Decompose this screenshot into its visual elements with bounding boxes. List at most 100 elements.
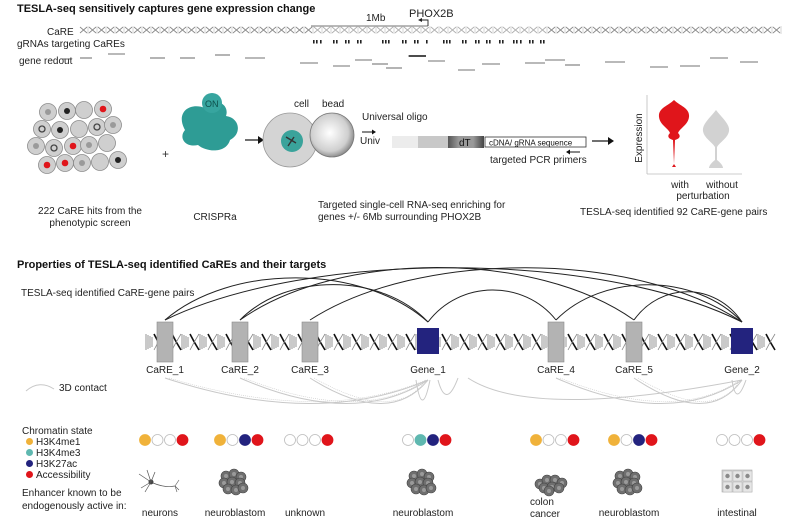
neuron-icon (138, 469, 180, 493)
grna-tick (402, 40, 404, 44)
pair-arc (164, 277, 429, 323)
grna-tick (475, 40, 477, 44)
chromatin-dot-h3k4me1 (214, 434, 226, 446)
helix-segment (187, 26, 196, 34)
chromatin-dot-h3k27ac (239, 434, 251, 446)
arrow-icon (245, 136, 264, 144)
helix-segment (601, 26, 610, 34)
contact-line (309, 377, 429, 404)
scale-label: 1Mb (366, 13, 386, 24)
tissue-label: neuroblastom (598, 508, 660, 519)
oligo-segment-univ (392, 136, 418, 148)
genome-tracks (62, 18, 782, 71)
grna-tick (502, 40, 504, 44)
nucleus (79, 160, 85, 166)
pairs-label: TESLA-seq identified CaRE-gene pairs (21, 288, 195, 299)
nucleus (57, 127, 63, 133)
helix-segment (286, 26, 295, 34)
grna-tick (513, 40, 515, 44)
helix-segment (133, 26, 142, 34)
chromatin-dot-accessibility (251, 434, 264, 446)
helix-segment (529, 26, 538, 34)
legend-dot-icon (26, 449, 33, 456)
nucleus (33, 143, 39, 149)
legend-label: H3K4me1 (36, 437, 81, 448)
element-label: Gene_1 (410, 365, 446, 376)
helix-segment (655, 26, 664, 34)
grna-tick (478, 40, 480, 44)
tissue-label: colon cancer (530, 497, 561, 520)
nucleus (50, 144, 58, 152)
chromatin-dot-h3k27ac (309, 434, 321, 446)
contact-line (239, 377, 429, 404)
crispra-icon: ON (181, 93, 238, 151)
cell (45, 139, 63, 157)
helix-segment (709, 26, 718, 34)
chromatin-dot-h3k27ac (633, 434, 645, 446)
helix-segment (736, 26, 745, 34)
element-label: CaRE_5 (615, 365, 653, 376)
helix-segment (646, 26, 655, 34)
cell (91, 153, 109, 171)
gene-label-phox2b: PHOX2B (409, 8, 454, 20)
helix-segment (160, 26, 169, 34)
oligo-arrow-icon (362, 129, 376, 135)
pair-arc (633, 291, 743, 323)
helix-segment (349, 26, 358, 34)
helix-segment (232, 26, 241, 34)
grna-tick (426, 40, 428, 44)
contact-legend-label: 3D contact (59, 383, 107, 394)
violin-plot: Expression with without perturbation (634, 95, 742, 202)
primer-arrow-icon (566, 149, 580, 155)
helix-segment (124, 26, 133, 34)
panel-top-title: TESLA-seq sensitively captures gene expr… (17, 3, 316, 15)
helix-segment (754, 26, 763, 34)
chromatin-dot-h3k4me1 (608, 434, 620, 446)
chromatin-dot-h3k4me3 (296, 434, 309, 446)
helix-segment (241, 26, 250, 34)
helix-segment (295, 26, 304, 34)
crispra-on-badge: ON (205, 99, 219, 109)
grna-tick (462, 40, 464, 44)
helix-segment (268, 26, 277, 34)
cell-cluster-icon (218, 468, 249, 496)
care-box-care_3 (301, 321, 319, 363)
helix-segment (403, 26, 412, 34)
chromatin-dot-accessibility (753, 434, 766, 446)
chromatin-legend-item: H3K4me3 (22, 448, 93, 459)
cdna-grna-label: cDNA/ gRNA sequence (489, 139, 573, 148)
cell-label: cell (294, 99, 309, 110)
cell-cluster-icon (534, 474, 568, 497)
helix-segment (331, 26, 340, 34)
grna-tick (465, 40, 467, 44)
tissue-label: neurons (141, 508, 179, 519)
grna-tick (405, 40, 407, 44)
helix-segment (430, 26, 439, 34)
group-axis-label: perturbation (676, 191, 729, 202)
pair-arc (309, 267, 743, 323)
grna-tick (516, 40, 518, 44)
step-caption-crispra: CRISPRa (193, 212, 237, 223)
tss-arrow-icon (422, 19, 429, 26)
pair-arc (239, 267, 635, 321)
violin-with (658, 100, 690, 167)
helix-segment (214, 26, 223, 34)
helix-segment (142, 26, 151, 34)
cell-cluster-icon (612, 468, 643, 496)
chromatin-legend-item: Accessibility (22, 470, 93, 481)
element-label: CaRE_2 (221, 365, 259, 376)
helix-segment (88, 26, 97, 34)
helix-segment (376, 26, 385, 34)
helix-segment (106, 26, 115, 34)
grna-tick (360, 40, 362, 44)
chromatin-dot-h3k27ac (555, 434, 567, 446)
care-box-care_1 (156, 321, 174, 363)
helix-segment (250, 26, 259, 34)
gene-box-gene_1 (417, 328, 439, 354)
step-caption-scrnaseq: Targeted single-cell RNA-seq enriching f… (318, 200, 506, 223)
perturbed-nucleus (43, 161, 51, 169)
chromatin-dot-h3k4me1 (402, 434, 414, 446)
chromatin-legend-item: H3K27ac (22, 459, 93, 470)
helix-segment (718, 26, 727, 34)
